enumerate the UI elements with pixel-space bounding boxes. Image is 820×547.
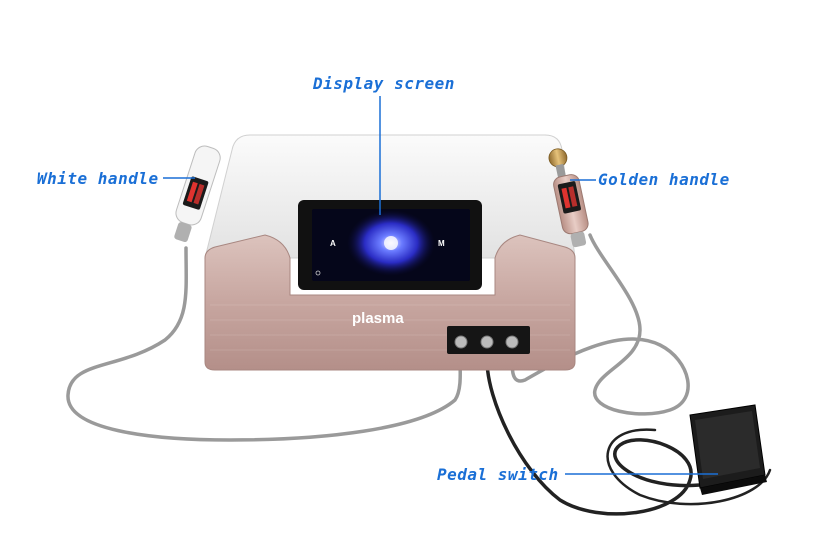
connectors xyxy=(454,335,519,349)
plasma-device: A M plasma xyxy=(204,134,576,371)
display-screen-callout: Display screen xyxy=(313,74,455,93)
pedal-cable xyxy=(485,358,702,516)
connector-right[interactable] xyxy=(505,335,519,349)
power-icon[interactable] xyxy=(315,270,321,276)
white-handle-cable xyxy=(66,246,463,442)
display-screen[interactable]: A M xyxy=(312,209,470,281)
plasma-core xyxy=(384,236,398,250)
cables xyxy=(66,233,772,516)
connector-left[interactable] xyxy=(454,335,468,349)
pedal-switch-callout: Pedal switch xyxy=(437,465,559,484)
white-handpiece-icon[interactable] xyxy=(168,143,223,244)
callout-lines xyxy=(163,96,718,475)
foot-pedal-icon[interactable] xyxy=(689,404,767,495)
brand-label: plasma xyxy=(352,310,404,327)
golden-handle-cable xyxy=(510,233,690,416)
screen-mode-a[interactable]: A xyxy=(330,239,336,248)
connector-middle[interactable] xyxy=(480,335,494,349)
white-handle-callout: White handle xyxy=(37,169,159,188)
screen-mode-m[interactable]: M xyxy=(438,239,445,248)
pedal-cable-coil xyxy=(606,428,772,506)
golden-handle-callout: Golden handle xyxy=(598,170,730,189)
golden-handpiece-icon[interactable] xyxy=(546,146,592,249)
